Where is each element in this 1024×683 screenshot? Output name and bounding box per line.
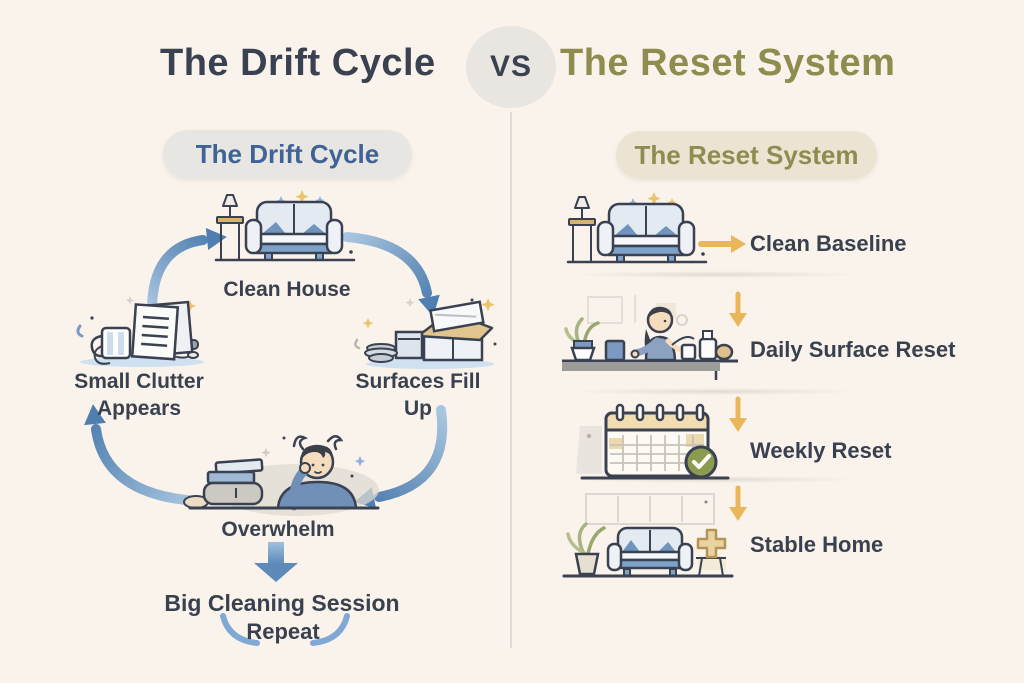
sofa-plus-illustration (562, 493, 734, 578)
step-label-stable-home: Stable Home (750, 532, 884, 557)
step-label-clean-baseline: Clean Baseline (750, 231, 907, 256)
node-label-clean-house: Clean House (223, 278, 351, 301)
boxes-pile-illustration (354, 298, 497, 369)
drift-header-pill: The Drift Cycle (163, 130, 412, 179)
drift-header-label: The Drift Cycle (195, 139, 380, 169)
cycle-arrow-clutter-to-clean (147, 235, 208, 315)
step-arrow-right (698, 235, 746, 253)
step-arrow-down-1 (729, 291, 747, 327)
repeat-swoosh (220, 613, 350, 646)
overwhelm-illustration (183, 435, 380, 516)
cycle-arrowhead-1 (205, 228, 227, 250)
calendar-check-illustration (576, 403, 730, 480)
vs-badge: VS (466, 26, 556, 108)
row-divider (570, 388, 860, 395)
cycle-arrow-clean-to-surfaces (342, 232, 432, 298)
cycle-arrow-overwhelm-to-clutter (91, 424, 202, 506)
step-label-weekly-reset: Weekly Reset (750, 438, 892, 463)
vertical-divider (510, 112, 512, 648)
repeat-label: Repeat (246, 619, 320, 644)
row-divider (570, 476, 860, 483)
node-label-small-clutter: Small Clutter Appears (74, 370, 204, 420)
node-label-overwhelm: Overwhelm (221, 518, 335, 541)
sofa-illustration (566, 192, 708, 264)
cycle-arrowhead-4 (84, 404, 106, 426)
step-label-daily-surface-reset: Daily Surface Reset (750, 337, 956, 362)
counter-wipe-illustration (562, 295, 738, 380)
step-arrow-down-2 (729, 396, 747, 432)
row-divider (570, 271, 860, 278)
sofa-illustration (214, 190, 356, 262)
drift-down-arrow (254, 542, 298, 582)
reset-header-pill: The Reset System (616, 131, 877, 179)
vs-badge-label: VS (489, 50, 533, 83)
page-title-reset: The Reset System (560, 42, 896, 84)
cycle-arrow-surfaces-to-overwhelm (374, 405, 448, 502)
node-label-surfaces-fill-up: Surfaces Fill Up (355, 370, 481, 420)
outcome-label: Big Cleaning Session (164, 590, 400, 616)
reset-header-label: The Reset System (634, 139, 859, 170)
step-arrow-down-3 (729, 485, 747, 521)
clutter-illustration (76, 296, 204, 367)
page-title-drift: The Drift Cycle (160, 42, 436, 84)
